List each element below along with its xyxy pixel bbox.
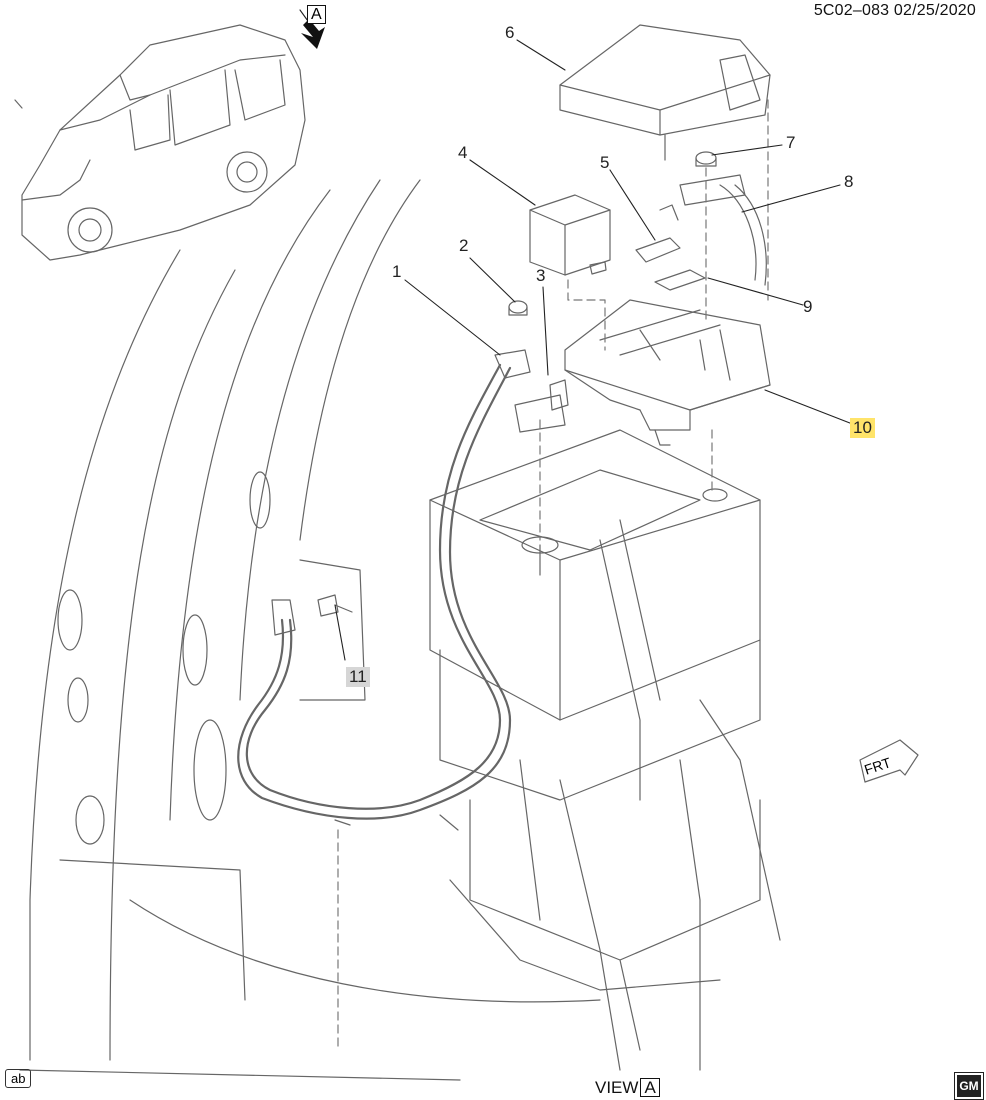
front-indicator: FRT [858, 738, 920, 782]
terminal-bracket [679, 174, 767, 286]
battery [429, 429, 761, 801]
callout-10: 10 [850, 418, 875, 438]
frt-label: FRT [862, 754, 893, 778]
callout-5: 5 [600, 153, 610, 172]
callout-6: 6 [505, 23, 515, 42]
fuse-block-cover [559, 24, 771, 161]
arrow-down-icon [301, 19, 325, 49]
view-arrow-letter: A [307, 5, 326, 24]
callout-4: 4 [458, 143, 468, 162]
front-direction-arrow [859, 739, 919, 783]
view-caption-letter: A [640, 1078, 660, 1097]
callout-9: 9 [803, 297, 813, 316]
vehicle-thumbnail [14, 24, 306, 261]
callout-8: 8 [844, 172, 854, 191]
gm-logo: GM [954, 1072, 984, 1100]
fuse-block-base [564, 299, 771, 446]
positive-cable [237, 349, 531, 831]
callout-7: 7 [786, 133, 796, 152]
alignment-lines [337, 99, 769, 1051]
callout-2: 2 [459, 236, 469, 255]
view-caption-text: VIEW [595, 1078, 639, 1097]
ab-badge: ab [5, 1069, 32, 1088]
leader-lines [299, 9, 856, 661]
callout-3: 3 [536, 266, 546, 285]
body-structure [19, 179, 721, 1081]
relay [529, 194, 611, 276]
callout-11: 11 [346, 667, 370, 687]
document-id: 5C02–083 02/25/2020 [813, 2, 976, 19]
view-a-arrow: A [295, 5, 335, 53]
callout-1: 1 [392, 262, 402, 281]
fuses [635, 204, 706, 291]
frame-rails [469, 699, 781, 1051]
fasteners [317, 151, 717, 617]
